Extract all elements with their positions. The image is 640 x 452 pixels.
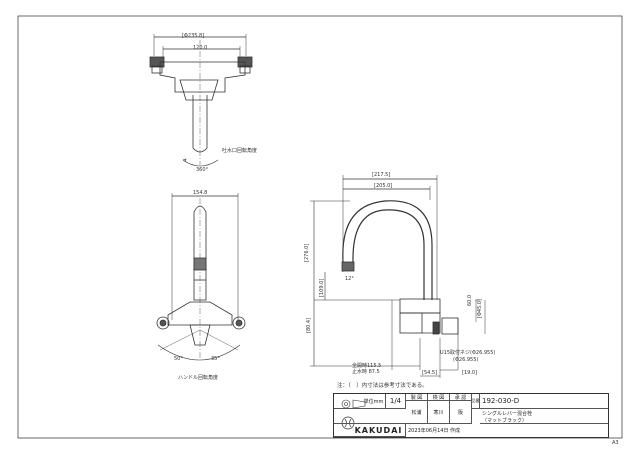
sheet-size: A3 <box>612 440 619 446</box>
name-drawn: 松浦 <box>406 401 428 424</box>
dim-80: [80.4] <box>306 317 312 333</box>
dim-115: 全開時115.5 <box>352 363 382 369</box>
dim-54: [54.5] <box>422 370 438 376</box>
header-approve: 承 認 <box>450 394 472 401</box>
handle-angle-right: 35° <box>211 356 220 362</box>
dim-60: 60.0 <box>467 294 473 306</box>
created-date: 2023年06月14日 作成 <box>408 428 461 434</box>
dim-109: [109.0] <box>319 278 325 297</box>
logo-cell <box>334 409 406 424</box>
name-check: 寒川 <box>428 401 450 424</box>
spout-rotation-label: 吐水口回転角度 <box>222 148 258 154</box>
header-drawn: 製 図 <box>406 394 428 401</box>
dim-276: [276.0] <box>304 243 310 262</box>
top-view <box>149 34 253 167</box>
product-sub: （マットブラック） <box>480 417 608 424</box>
name-approve: 阪 <box>450 401 472 424</box>
handle-rotation-label: ハンドル回転角度 <box>178 375 219 381</box>
title-block: 単位mm 1/4 製 図 検 図 承 認 松浦 寒川 阪 品番 192-030-… <box>333 393 609 438</box>
scale: 1/4 <box>386 394 406 409</box>
side-view <box>310 175 486 378</box>
dim-overall: [Φ235.8] <box>182 33 205 39</box>
unit-label: 単位mm <box>362 394 386 409</box>
thread-note-1: U15取付ネジ(Φ26.955) <box>440 350 496 356</box>
projection-cell <box>334 394 362 409</box>
sign-code: 品番 <box>472 394 480 409</box>
handle-angle-left: 50° <box>174 356 183 362</box>
product-name: シングルレバー混合栓 <box>482 410 533 417</box>
angle-12: 12° <box>345 276 354 282</box>
dim-45: [Φ45.0] <box>477 299 483 318</box>
thread-note-2: (Φ26.955) <box>453 357 479 363</box>
dim-width: 154.8 <box>193 190 208 196</box>
dim-87: 止水時 87.5 <box>352 369 380 375</box>
spout-rotation-angle: 360° <box>196 167 209 173</box>
dim-217: [217.5] <box>372 172 391 178</box>
company-name: KAKUDAI <box>334 424 406 437</box>
product-code: 192-030-D <box>480 394 608 409</box>
dim-19: [19.0] <box>462 370 478 376</box>
dim-pitch: 120.0 <box>193 45 208 51</box>
header-check: 検 図 <box>428 394 450 401</box>
dimension-note: 注：（ ）内寸法は参考寸法である。 <box>337 383 428 389</box>
front-view <box>156 193 246 361</box>
dim-205: [205.0] <box>374 183 393 189</box>
sheet-border <box>17 15 623 439</box>
